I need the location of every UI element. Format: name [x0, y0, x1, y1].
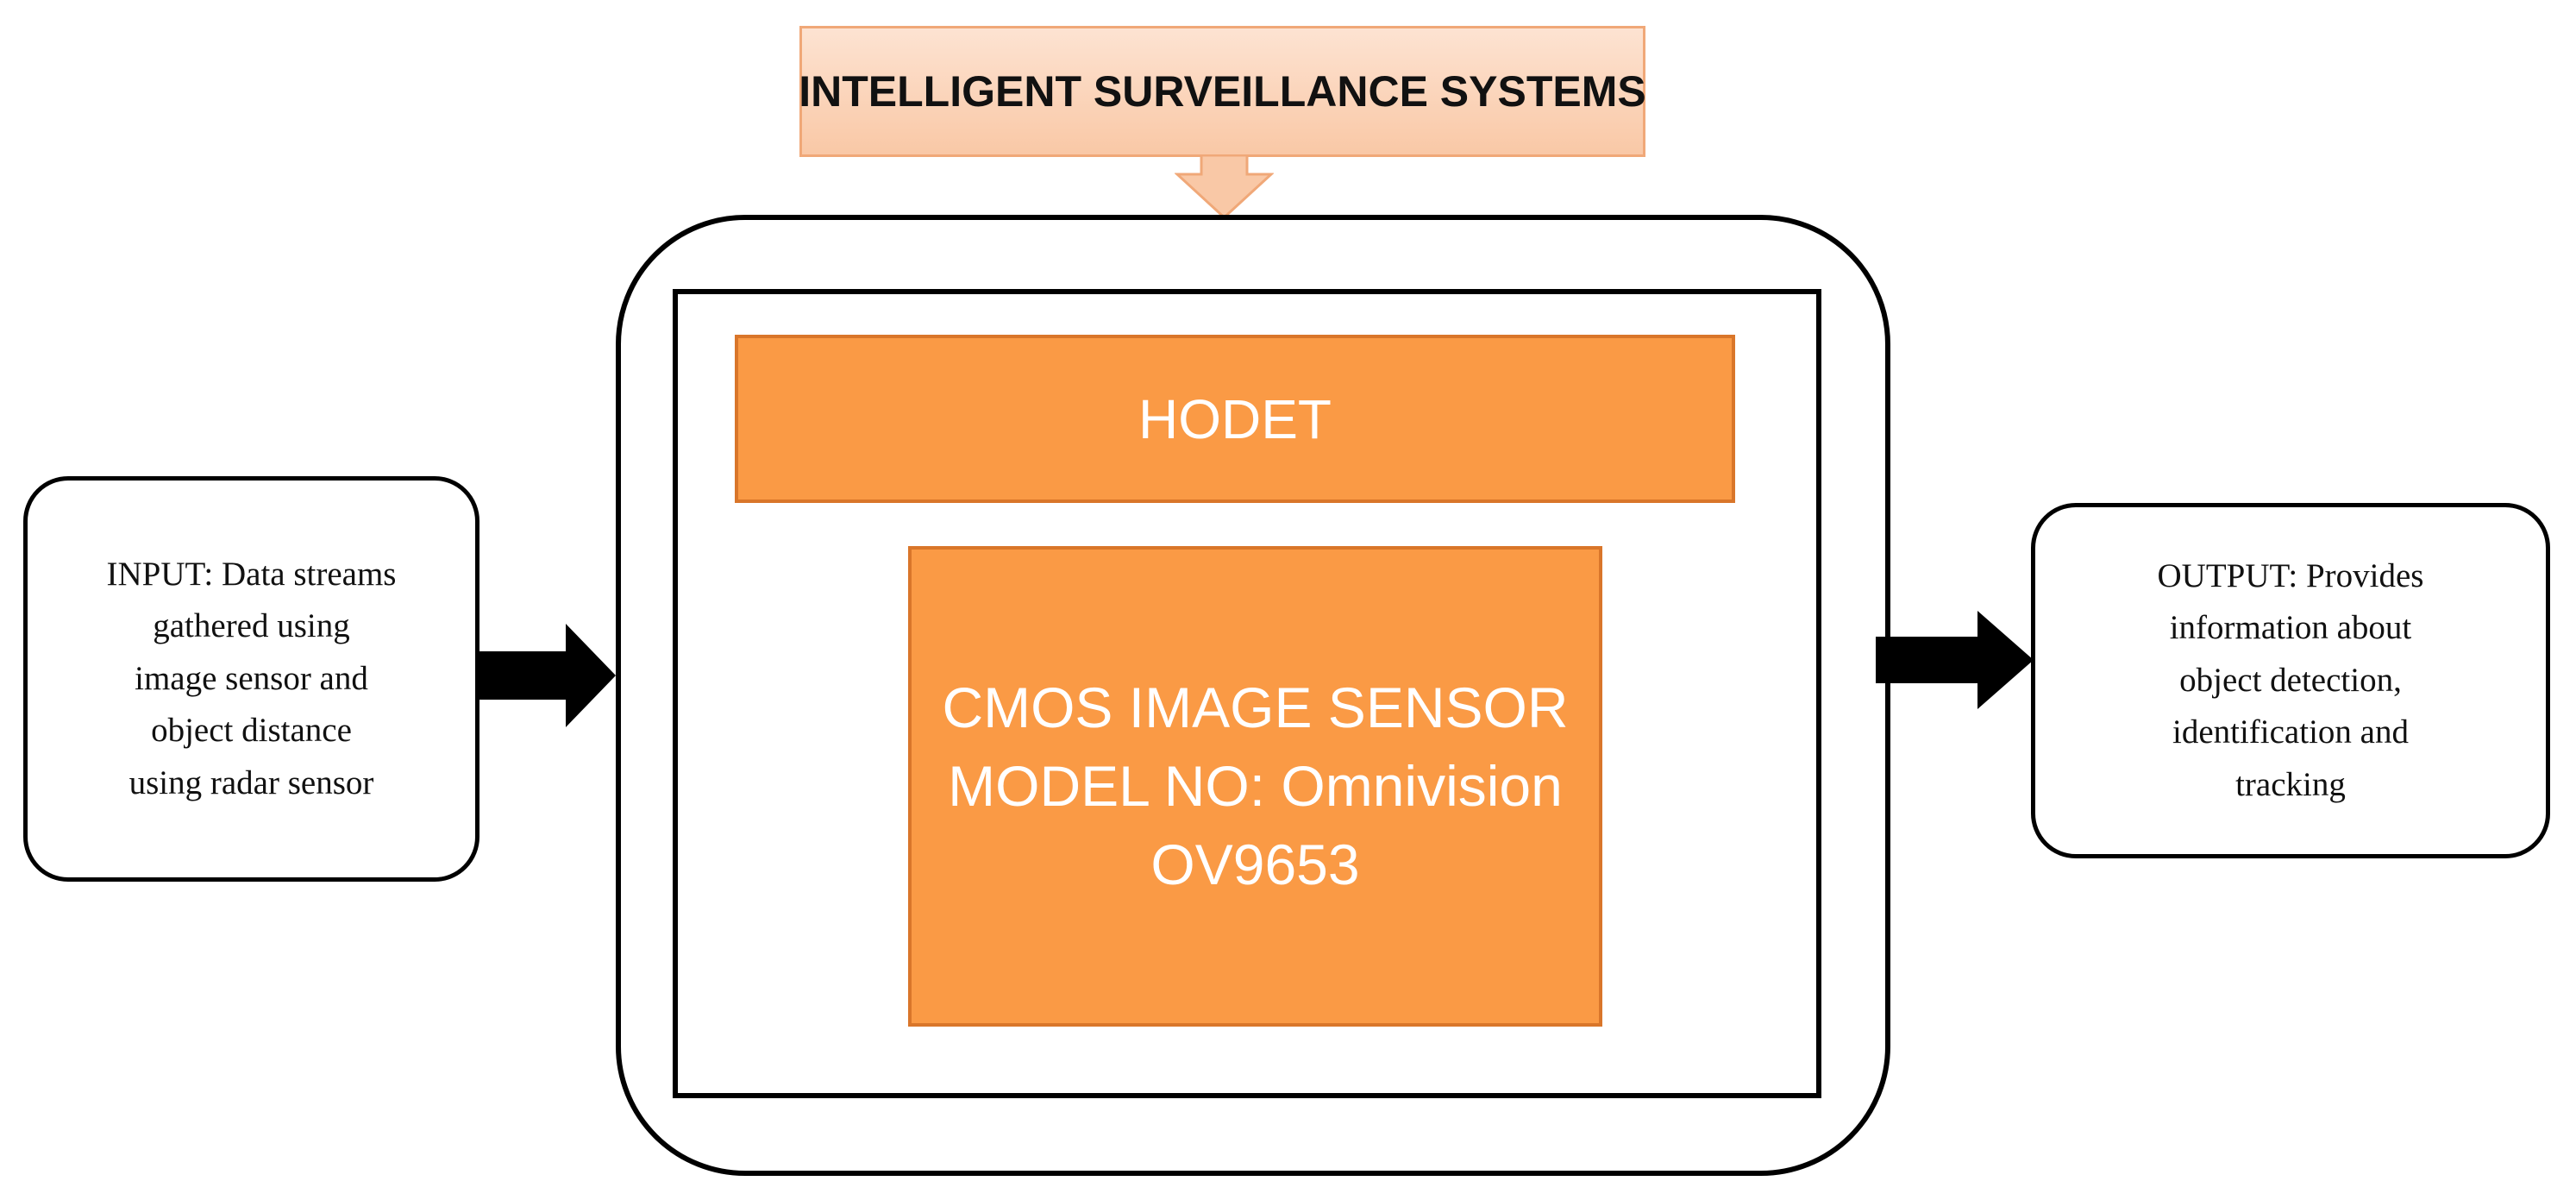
output-line: OUTPUT: Provides — [2157, 556, 2424, 594]
hodet-block: HODET — [735, 335, 1735, 503]
cmos-line: CMOS IMAGE SENSOR — [942, 675, 1569, 739]
input-line: object distance — [151, 712, 352, 750]
input-arrow-icon — [479, 624, 616, 727]
output-box: OUTPUT: Provides information about objec… — [2031, 503, 2550, 858]
title-box: INTELLIGENT SURVEILLANCE SYSTEMS — [799, 26, 1646, 157]
output-arrow-icon — [1876, 611, 2034, 709]
output-line: identification and — [2172, 713, 2409, 751]
hodet-label: HODET — [1138, 387, 1332, 450]
input-line: image sensor and — [135, 659, 368, 697]
output-line: tracking — [2235, 765, 2346, 803]
cmos-line: MODEL NO: Omnivision — [948, 753, 1563, 818]
output-line: information about — [2169, 609, 2412, 647]
input-text: INPUT: Data streams gathered using image… — [107, 549, 397, 809]
cmos-sensor-block: CMOS IMAGE SENSOR MODEL NO: Omnivision O… — [908, 546, 1602, 1027]
output-text: OUTPUT: Provides information about objec… — [2158, 550, 2424, 811]
cmos-line: OV9653 — [1150, 832, 1360, 897]
output-line: object detection, — [2179, 661, 2402, 699]
input-line: gathered using — [153, 607, 350, 645]
input-box: INPUT: Data streams gathered using image… — [23, 476, 479, 882]
diagram-title: INTELLIGENT SURVEILLANCE SYSTEMS — [799, 67, 1646, 116]
title-down-arrow-icon — [1175, 155, 1274, 219]
input-line: INPUT: Data streams — [106, 555, 397, 593]
input-line: using radar sensor — [128, 763, 374, 801]
